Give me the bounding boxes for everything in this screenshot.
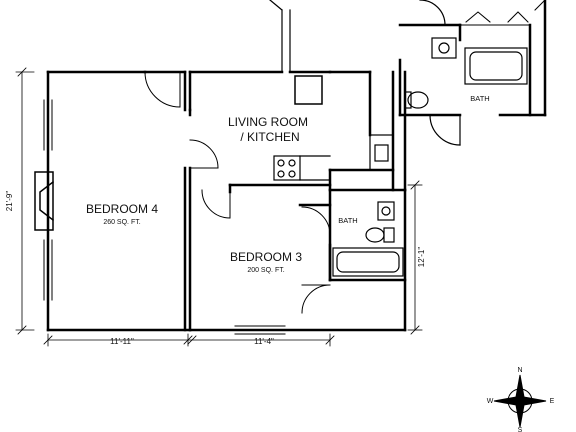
dim-left-vertical: 21'-9" — [5, 191, 14, 212]
compass-n: N — [517, 367, 522, 374]
living-room-name: LIVING ROOM — [228, 115, 308, 129]
center-bath-name: BATH — [338, 216, 357, 225]
dim-bottom-right: 11'-4" — [254, 337, 274, 346]
living-room-name-2: / KITCHEN — [240, 130, 299, 144]
fireplace — [34, 171, 55, 231]
bedroom-4-walls — [46, 70, 192, 332]
dimension-lines — [15, 67, 423, 347]
stove — [273, 155, 301, 181]
bedroom-4-door — [143, 70, 187, 108]
compass-s: S — [518, 427, 523, 432]
bedroom-3-area: 200 SQ. FT. — [247, 267, 284, 274]
bedroom-4-windows — [43, 99, 53, 301]
living-door — [189, 139, 219, 169]
bedroom-3-name: BEDROOM 3 — [230, 250, 302, 264]
bedroom-3-window — [234, 325, 286, 335]
dim-bottom-left: 11'-11" — [110, 337, 134, 346]
dim-right-vertical: 12'-1" — [417, 247, 426, 268]
refrigerator — [294, 75, 323, 105]
kitchen-counter — [299, 134, 394, 181]
entry-door — [269, 0, 291, 73]
bedroom-4-area: 260 SQ. FT. — [103, 219, 140, 226]
compass-rose — [493, 374, 547, 428]
upper-bath-fixtures — [404, 0, 528, 146]
living-room-walls — [188, 70, 407, 194]
compass-w: W — [487, 398, 494, 405]
bedroom-3-doors — [201, 189, 331, 314]
center-bath-fixtures — [332, 201, 404, 277]
compass-e: E — [550, 398, 555, 405]
bedroom-3-walls — [188, 188, 407, 332]
bedroom-4-name: BEDROOM 4 — [86, 202, 158, 216]
upper-bath-name: BATH — [470, 94, 489, 103]
closet-doors — [459, 0, 546, 26]
